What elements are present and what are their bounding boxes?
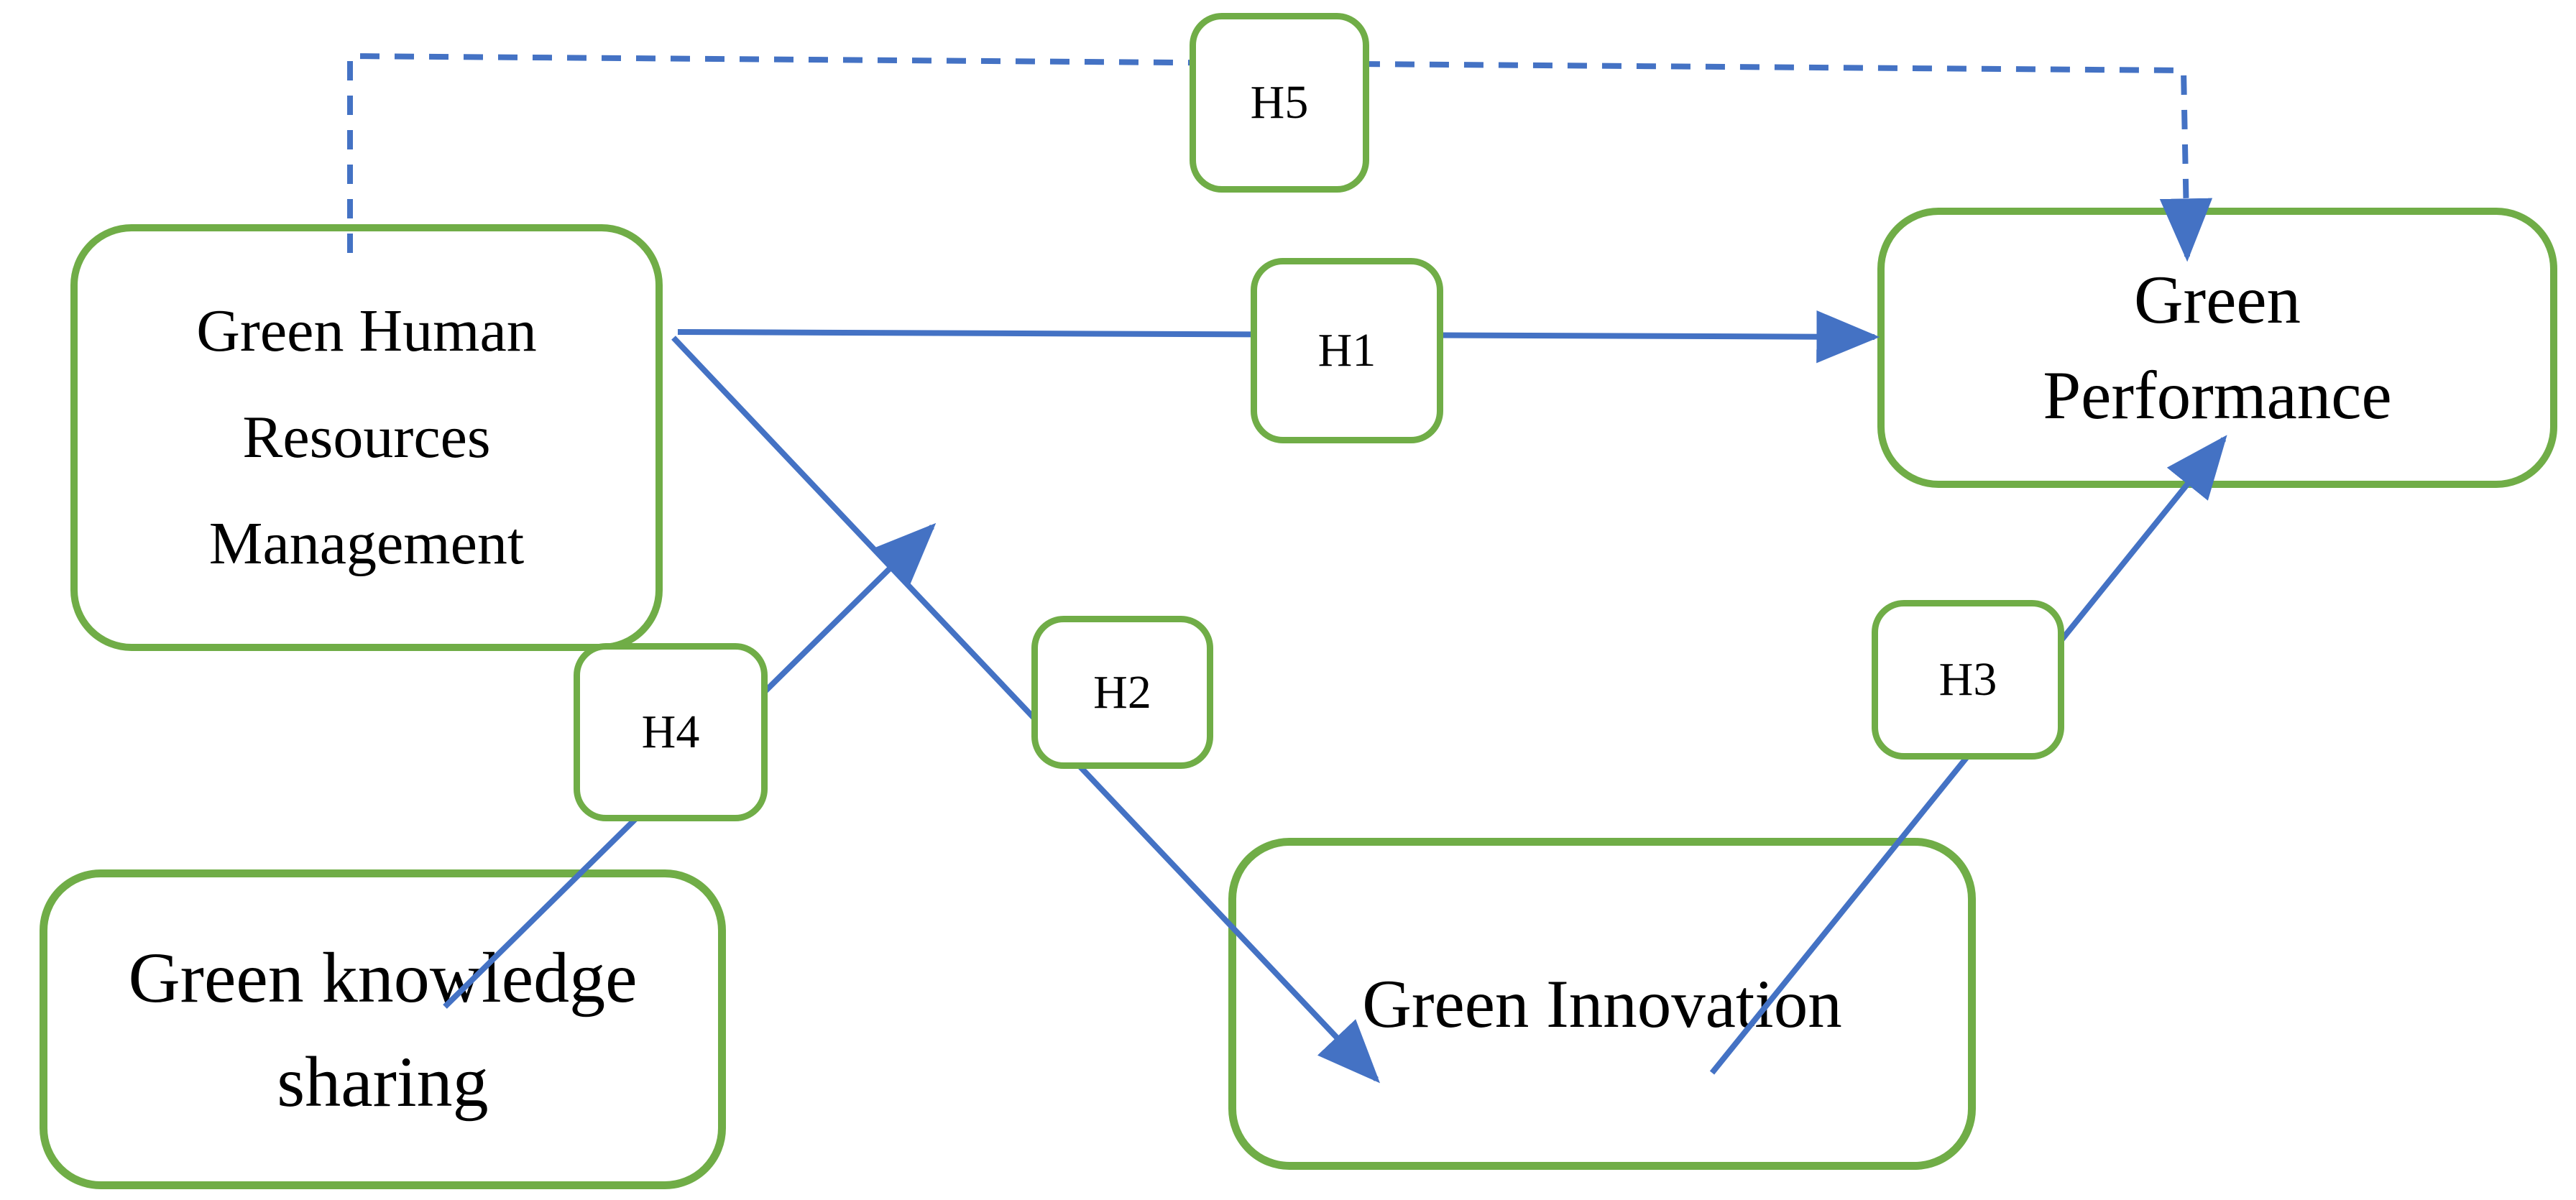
node-green-knowledge-sharing: Green knowledge sharing: [40, 869, 726, 1189]
node-label-line: Resources: [242, 404, 491, 471]
node-green-innovation: Green Innovation: [1228, 838, 1976, 1170]
node-green-human-resources-management: Green Human Resources Management: [70, 224, 663, 651]
hypothesis-box-h2: H2: [1031, 616, 1213, 769]
hypothesis-box-h3: H3: [1872, 600, 2064, 760]
node-label-line: Green Innovation: [1362, 966, 1842, 1042]
hypothesis-box-h4: H4: [574, 643, 768, 821]
hypothesis-label: H4: [641, 706, 700, 758]
node-green-performance: Green Performance: [1877, 208, 2557, 488]
hypothesis-label: H1: [1317, 324, 1376, 377]
node-label-line: Green: [2133, 262, 2301, 338]
hypothesis-box-h5: H5: [1190, 13, 1369, 193]
hypothesis-box-h1: H1: [1251, 258, 1443, 443]
node-label-line: Management: [208, 510, 525, 577]
node-label-line: Green knowledge: [128, 937, 638, 1017]
node-label-line: Performance: [2043, 357, 2392, 433]
hypothesis-label: H5: [1250, 76, 1309, 129]
node-label-line: Green Human: [196, 297, 537, 364]
hypothesis-label: H2: [1093, 665, 1151, 719]
hypothesis-label: H3: [1938, 653, 1997, 706]
node-label-line: sharing: [277, 1041, 489, 1122]
